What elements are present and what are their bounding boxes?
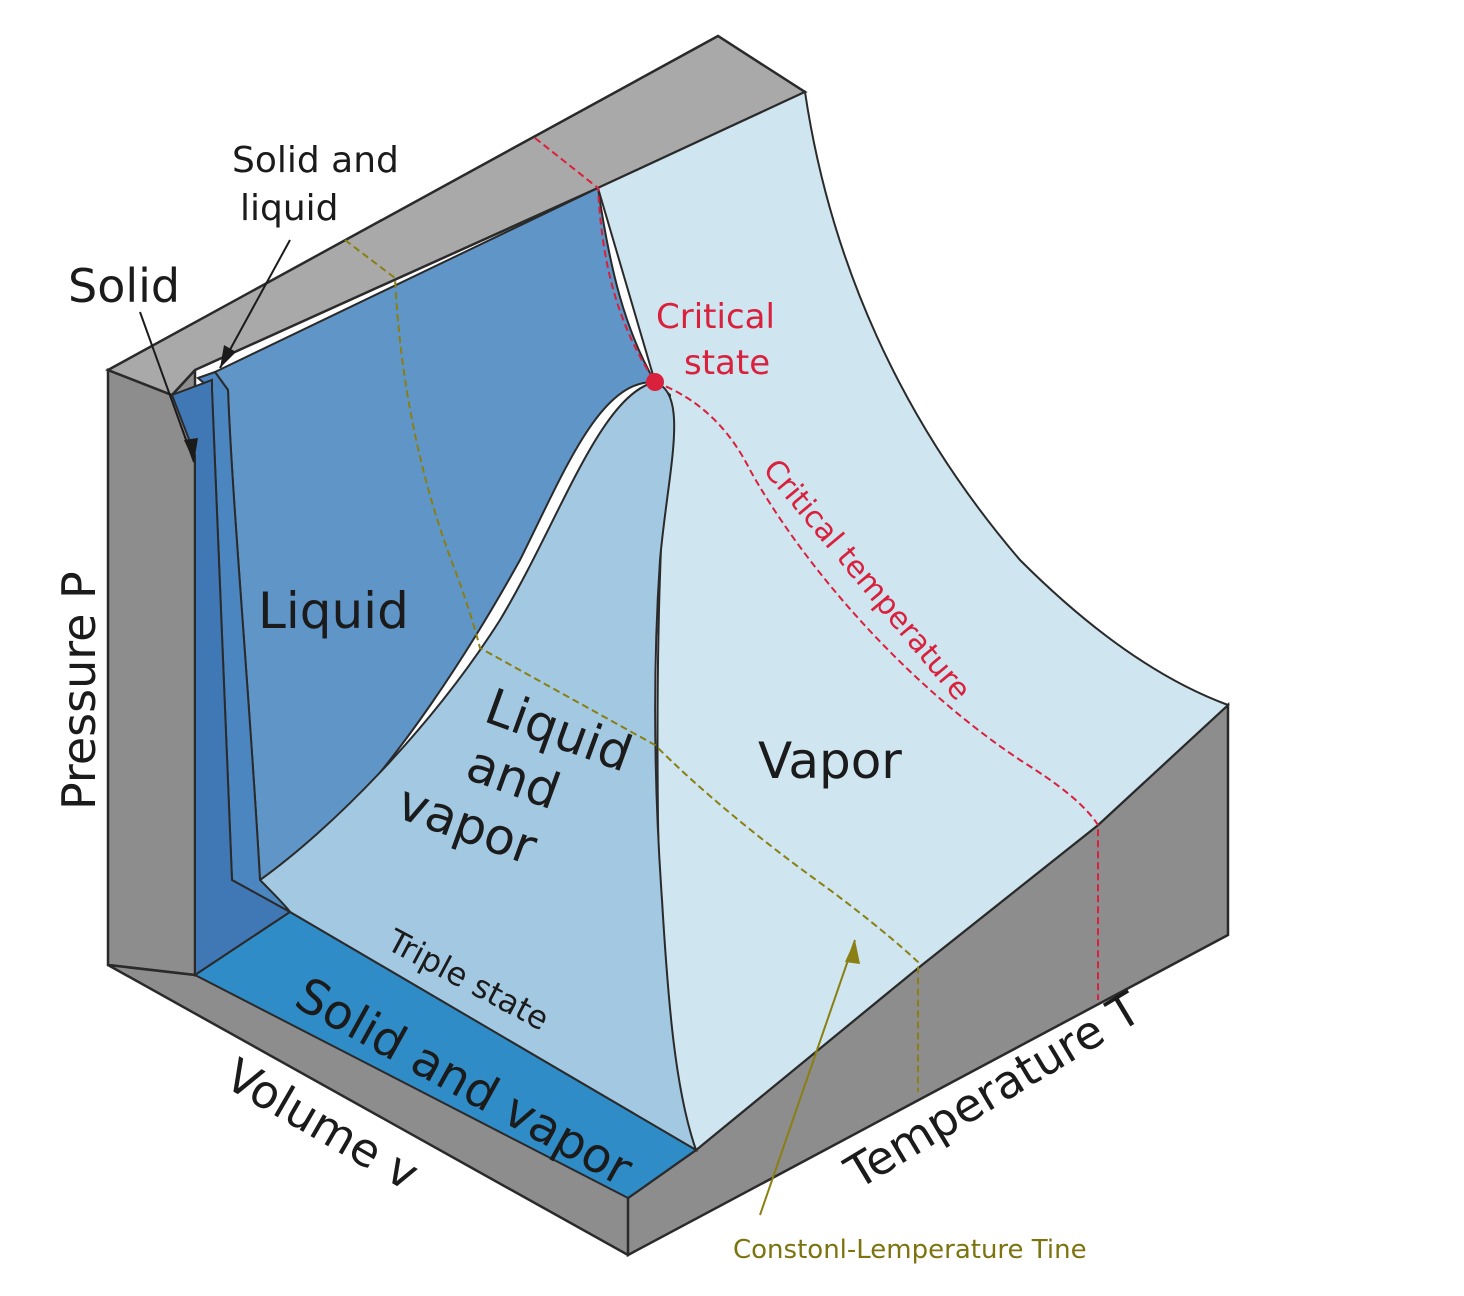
solid-pointer-arrow <box>139 311 195 463</box>
label-liquid: Liquid <box>258 582 409 640</box>
label-solid-and-liquid-line1: Solid and <box>232 140 399 181</box>
block-left-face <box>106 366 197 977</box>
pointer-arrows <box>139 239 856 1216</box>
label-solid-and-liquid-line2: liquid <box>240 188 339 229</box>
pointer-arrowheads <box>184 345 860 964</box>
label-critical-state-line2: state <box>684 343 770 383</box>
pvt-surface <box>170 90 1230 1200</box>
label-solid: Solid <box>68 259 180 313</box>
label-constant-temperature-line: Constonl-Lemperature Tine <box>733 1235 1087 1265</box>
solid-and-liquid-pointer-arrow <box>219 239 291 369</box>
solid-and-liquid-arrowhead-icon <box>220 345 236 368</box>
constant-temperature-line <box>344 239 919 1092</box>
label-critical-state-line1: Critical <box>656 297 775 337</box>
critical-temperature-line <box>534 137 1099 1000</box>
solid-region <box>170 378 292 977</box>
critical-state-point <box>646 373 664 391</box>
solid-arrowhead-icon <box>184 438 198 462</box>
base-block <box>105 34 1230 1258</box>
axis-label-pressure: Pressure P <box>52 571 106 810</box>
constant-temperature-pointer-arrow <box>759 939 856 1216</box>
solid-vapor-region <box>193 910 698 1200</box>
constant-temperature-arrowhead-icon <box>845 940 860 964</box>
surface-lines <box>344 137 1099 1092</box>
label-vapor: Vapor <box>758 732 902 790</box>
